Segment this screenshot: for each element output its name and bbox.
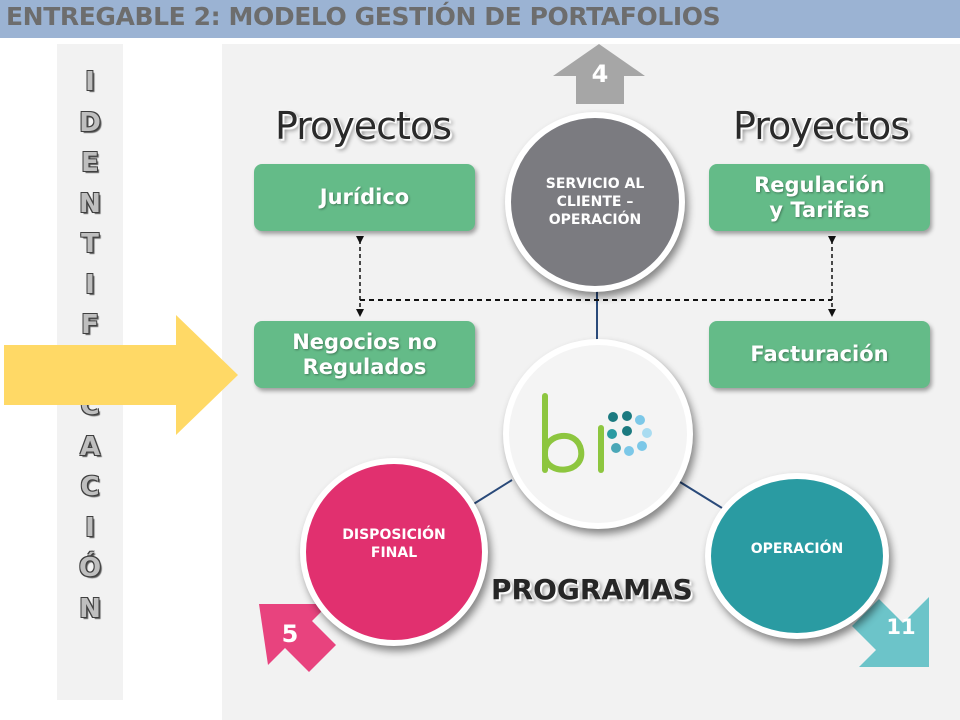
identificacion-letter: I xyxy=(85,67,95,97)
identificacion-letter: N xyxy=(79,188,101,219)
box-negocios-no-regulados: Negocios no Regulados xyxy=(254,321,475,388)
header-title: ENTREGABLE 2: MODELO GESTIÓN DE PORTAFOL… xyxy=(6,2,721,31)
connector-line xyxy=(679,481,723,509)
badge-left: 5 xyxy=(281,620,299,648)
circle-disposicion-final: DISPOSICIÓN FINAL xyxy=(300,458,488,646)
yellow-arrow-icon xyxy=(4,315,238,435)
identificacion-letter: F xyxy=(81,310,99,340)
arrow-down-right-icon xyxy=(852,597,929,667)
badge-right: 11 xyxy=(886,615,916,639)
circle-disposicion-label: DISPOSICIÓN FINAL xyxy=(342,527,446,561)
header-bar: ENTREGABLE 2: MODELO GESTIÓN DE PORTAFOL… xyxy=(0,0,960,38)
circle-operacion: OPERACIÓN xyxy=(705,473,889,639)
identificacion-letter: T xyxy=(81,229,99,259)
badge-top: 4 xyxy=(591,60,609,88)
circle-servicio-label: SERVICIO AL CLIENTE – OPERACIÓN xyxy=(545,176,645,228)
projects-label-right: Proyectos xyxy=(733,104,910,148)
projects-label-left: Proyectos xyxy=(275,104,452,148)
identificacion-letter: D xyxy=(79,107,101,138)
box-regulacion-tarifas: Regulación y Tarifas xyxy=(709,164,930,231)
arrow-down-left-icon xyxy=(259,604,336,672)
identificacion-letter: E xyxy=(81,148,99,178)
identificacion-letter: N xyxy=(79,593,101,624)
connector-line xyxy=(471,479,513,506)
circle-servicio-cliente: SERVICIO AL CLIENTE – OPERACIÓN xyxy=(505,112,685,292)
identificacion-letter: Ó xyxy=(78,553,102,583)
identificacion-letter: C xyxy=(80,472,100,502)
bio-logo-icon xyxy=(542,393,652,473)
identificacion-letter: A xyxy=(79,431,101,462)
identificacion-letter: I xyxy=(85,512,95,543)
circle-bio-center xyxy=(503,339,693,529)
box-facturacion: Facturación xyxy=(709,321,930,388)
identificacion-letter: I xyxy=(85,269,95,300)
programs-label: PROGRAMAS xyxy=(491,573,693,606)
box-juridico: Jurídico xyxy=(254,164,475,231)
circle-operacion-label: OPERACIÓN xyxy=(750,541,844,557)
arrow-up-icon xyxy=(553,44,645,104)
identificacion-letters: I D E N T I F I C A C I Ó N xyxy=(57,62,123,629)
